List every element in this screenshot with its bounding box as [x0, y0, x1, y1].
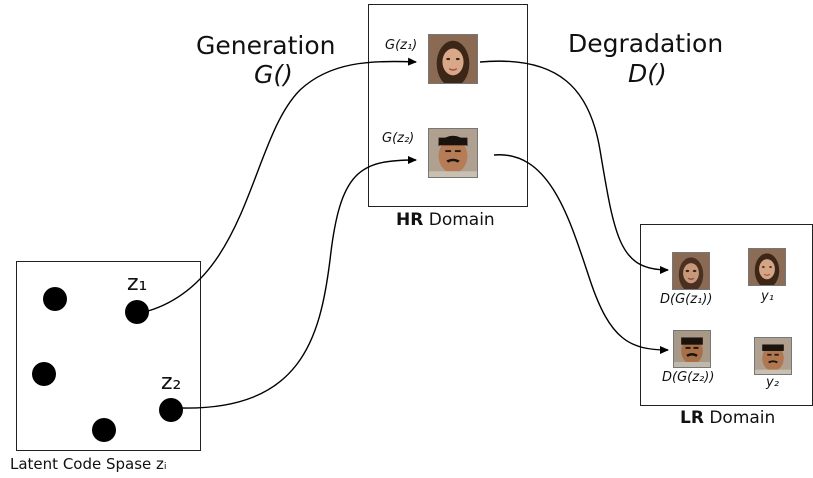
degradation-function: D(): [628, 59, 667, 88]
latent-space-caption: Latent Code Spase zᵢ: [10, 455, 167, 473]
hr-face-2-image: [428, 128, 478, 178]
lr-degraded-face-1-image: [672, 252, 710, 290]
degradation-title: Degradation: [568, 29, 724, 58]
hr-caption-rest: Domain: [423, 210, 495, 230]
lr-caption-rest: Domain: [703, 408, 776, 428]
lr-real-face-1-image: [748, 248, 786, 286]
hr-face-2-label: G(z₂): [382, 131, 415, 146]
latent-z2-label: z₂: [161, 370, 182, 395]
lr-real-face-2-label: y₂: [766, 375, 779, 390]
latent-point: [43, 287, 67, 311]
lr-domain-caption: LR Domain: [680, 408, 775, 428]
lr-degraded-face-2-label: D(G(z₂)): [662, 370, 715, 385]
generation-function: G(): [254, 60, 293, 89]
lr-degraded-face-2-image: [673, 330, 711, 368]
latent-point: [32, 362, 56, 386]
hr-face-1-label: G(z₁): [385, 38, 418, 53]
latent-z1-label: z₁: [127, 271, 148, 296]
latent-point-z1: [125, 300, 149, 324]
hr-domain-caption: HR Domain: [396, 210, 495, 230]
generation-title: Generation: [196, 31, 336, 60]
hr-face-1-image: [428, 34, 478, 84]
lr-caption-bold: LR: [680, 408, 704, 428]
lr-degraded-face-1-label: D(G(z₁)): [660, 292, 713, 307]
latent-point-z2: [159, 398, 183, 422]
latent-point: [92, 418, 116, 442]
lr-real-face-1-label: y₁: [761, 289, 774, 304]
lr-real-face-2-image: [754, 337, 792, 375]
hr-caption-bold: HR: [396, 210, 424, 230]
